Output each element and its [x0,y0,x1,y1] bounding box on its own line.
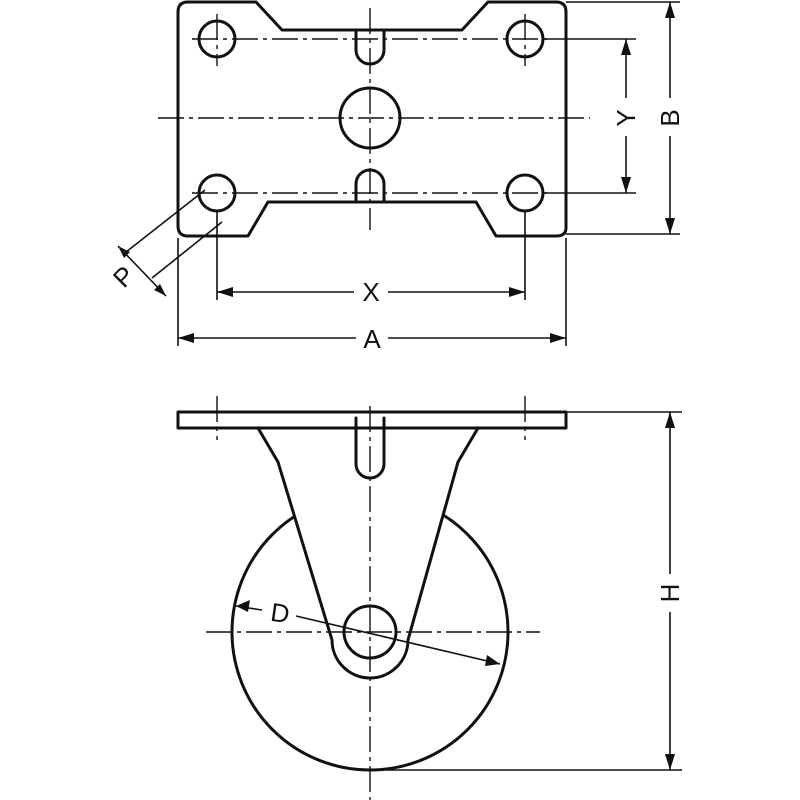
top-view [158,0,590,238]
label-x: X [362,277,379,307]
label-h: H [655,584,685,603]
side-view [176,396,568,800]
dimension-h: H [370,411,685,771]
label-b: B [655,109,685,126]
fork-bracket [256,426,480,680]
top-plate-outline [176,0,568,238]
dimension-x: X [216,212,526,307]
dimension-b: B [566,1,685,235]
label-d: D [269,597,292,629]
side-mounting-plate [176,410,568,430]
label-a: A [363,324,381,354]
dimension-d: D [235,597,501,666]
dimension-y: Y [544,38,641,194]
dimension-a: A [177,238,567,354]
label-y: Y [611,109,641,126]
